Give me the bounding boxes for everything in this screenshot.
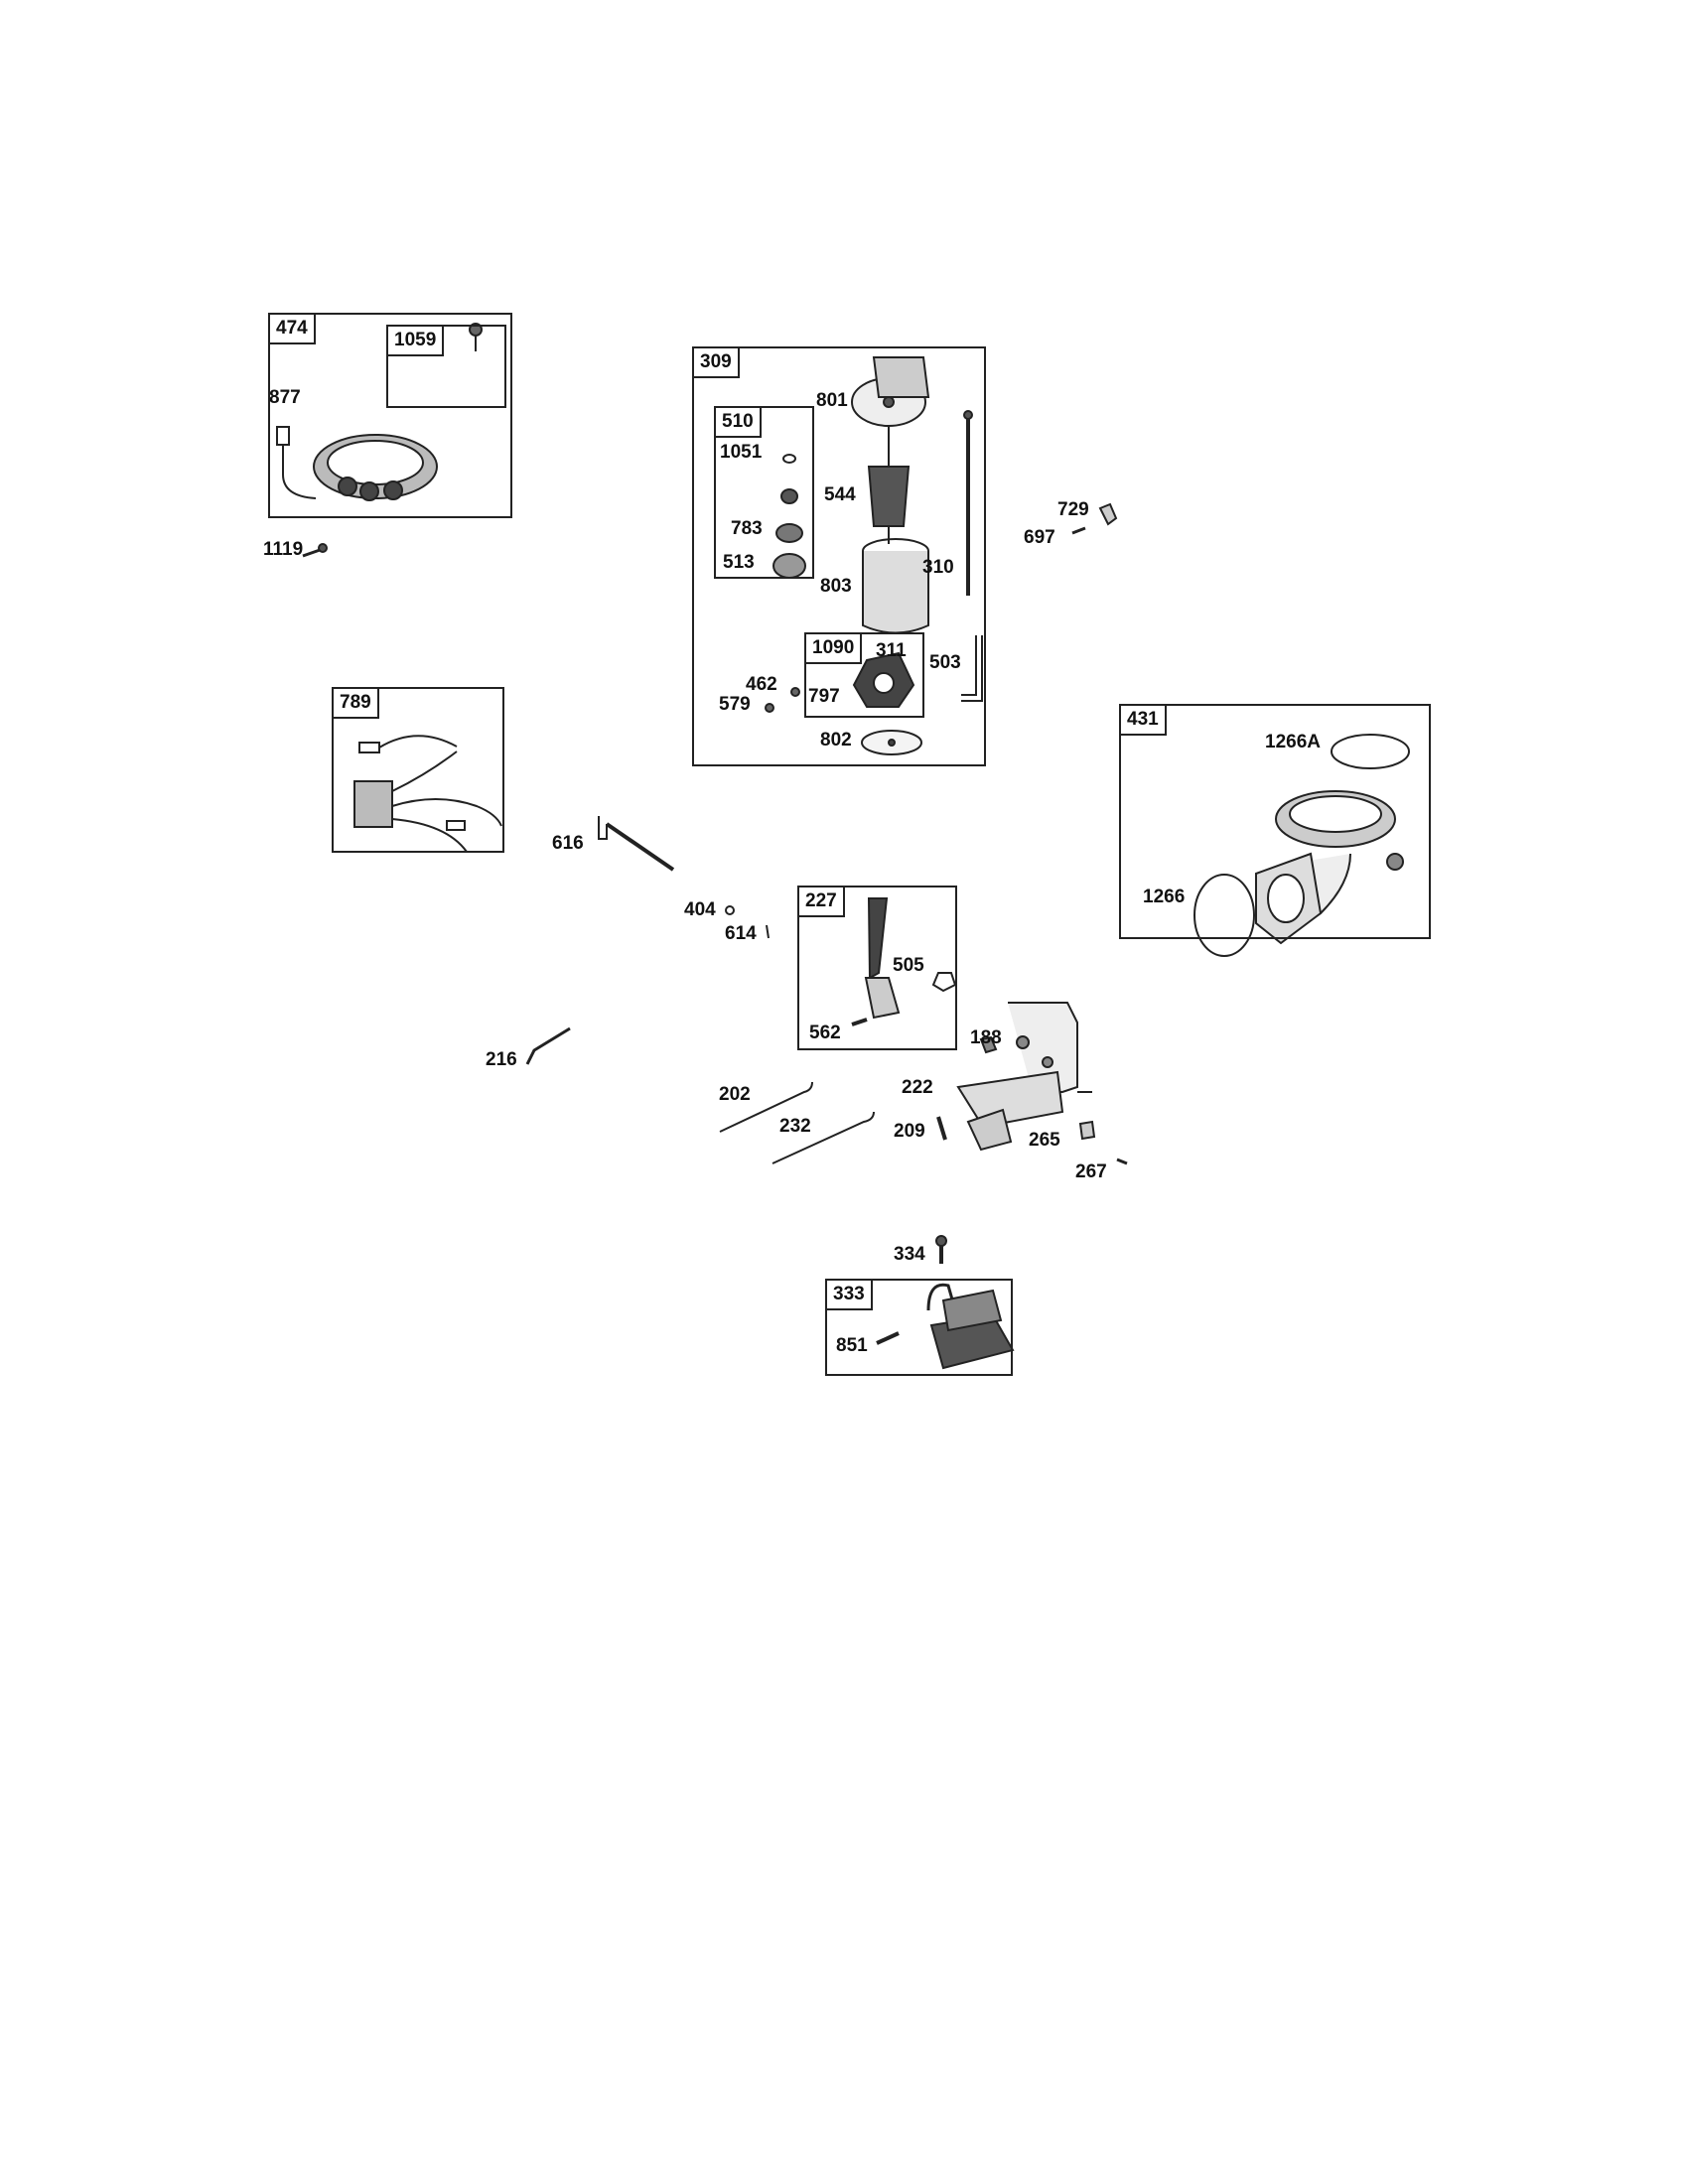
- bolt-310-drawing: [963, 410, 973, 596]
- part-579-label: 579: [719, 694, 751, 715]
- group-333-label: 333: [827, 1281, 873, 1310]
- washers-462-579-drawing: [765, 687, 800, 713]
- plate-802-drawing: [861, 730, 922, 755]
- part-209-label: 209: [894, 1121, 925, 1142]
- part-232-label: 232: [779, 1116, 811, 1137]
- screw-1059-drawing: [469, 323, 483, 351]
- group-309-starter: 309: [692, 346, 986, 766]
- part-851-label: 851: [836, 1335, 868, 1356]
- group-789-harness: 789: [332, 687, 504, 853]
- group-309-label: 309: [694, 348, 740, 378]
- part-503-label: 503: [929, 652, 961, 673]
- part-1266A-label: 1266A: [1265, 732, 1321, 752]
- part-462-label: 462: [746, 674, 777, 695]
- part-265-label: 265: [1029, 1130, 1060, 1151]
- group-431-intake-elbow: 431: [1119, 704, 1431, 939]
- part-222-label: 222: [902, 1077, 933, 1098]
- part-404-label: 404: [684, 899, 716, 920]
- bracket-503-drawing: [961, 635, 983, 702]
- stator-drawing: [276, 426, 438, 501]
- part-216-label: 216: [486, 1049, 517, 1070]
- group-227-label: 227: [799, 887, 845, 917]
- part-616-label: 616: [552, 833, 584, 854]
- governor-lever-drawing: [851, 897, 957, 1026]
- group-1090-label: 1090: [806, 634, 863, 664]
- part-267-label: 267: [1075, 1161, 1107, 1182]
- group-1090-brush-kit: 1090: [804, 632, 924, 718]
- group-333-armature: 333: [825, 1279, 1013, 1376]
- part-310-label: 310: [922, 557, 954, 578]
- part-544-label: 544: [824, 484, 856, 505]
- part-783-label: 783: [731, 518, 763, 539]
- brush-plate-1090-drawing: [852, 651, 915, 708]
- part-505-label: 505: [893, 955, 924, 976]
- clip-729-screw-697-drawing: [1071, 502, 1118, 535]
- part-334-label: 334: [894, 1244, 925, 1265]
- group-1059-label: 1059: [388, 327, 445, 356]
- group-474-stator: 474: [268, 313, 512, 518]
- starter-endcap-801-drawing: [851, 356, 930, 427]
- part-188-label: 188: [970, 1027, 1002, 1048]
- part-801-label: 801: [816, 390, 848, 411]
- small-parts-bracket-drawing: [936, 1035, 1128, 1165]
- control-bracket-drawing: [956, 1002, 1092, 1152]
- shaft-616-drawing: [598, 816, 770, 939]
- armature-544-drawing: [867, 427, 911, 544]
- part-729-label: 729: [1057, 499, 1089, 520]
- wiring-harness-drawing: [353, 735, 502, 853]
- part-202-label: 202: [719, 1084, 751, 1105]
- intake-elbow-drawing: [1193, 734, 1410, 957]
- part-697-label: 697: [1024, 527, 1055, 548]
- part-1266-label: 1266: [1143, 887, 1186, 907]
- group-510-pinion-kit: 510: [714, 406, 814, 579]
- ignition-armature-drawing: [876, 1235, 1015, 1370]
- bolt-1119-drawing: [302, 543, 328, 558]
- part-1119-label: 1119: [263, 539, 304, 560]
- group-789-label: 789: [334, 689, 379, 719]
- part-1051-label: 1051: [720, 442, 763, 463]
- part-311-label: 311: [876, 640, 907, 661]
- part-803-label: 803: [820, 576, 852, 597]
- part-614-label: 614: [725, 923, 757, 944]
- part-562-label: 562: [809, 1023, 841, 1043]
- group-474-label: 474: [270, 315, 316, 344]
- group-510-label: 510: [716, 408, 762, 438]
- part-877-label: 877: [269, 387, 301, 408]
- part-797-label: 797: [808, 686, 840, 707]
- group-431-label: 431: [1121, 706, 1167, 736]
- group-227-governor-lever: 227: [797, 886, 957, 1050]
- part-513-label: 513: [723, 552, 755, 573]
- group-1059-screw: 1059: [386, 325, 506, 408]
- part-802-label: 802: [820, 730, 852, 751]
- links-216-202-232-drawing: [525, 1026, 875, 1164]
